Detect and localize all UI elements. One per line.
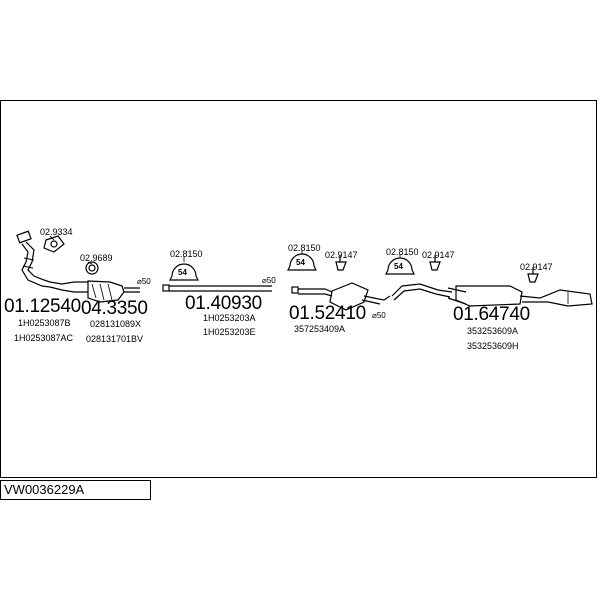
clamp-label: 02.9147 — [325, 250, 358, 260]
part-number: 01.64740 — [453, 304, 530, 325]
part-reference: 353253609A — [467, 326, 519, 336]
svg-text:54: 54 — [394, 262, 403, 271]
clamp-label: 02.9147 — [520, 262, 553, 272]
part-reference: 357253409A — [294, 324, 346, 334]
front-pipe-icon — [16, 230, 51, 288]
diameter-label: ⌀50 — [137, 277, 151, 286]
part-number: 01.52410 — [289, 303, 366, 324]
svg-text:54: 54 — [178, 268, 187, 277]
flange-gasket-icon — [43, 235, 65, 253]
gasket-ring-icon — [85, 261, 99, 275]
clamp-54-icon — [169, 263, 199, 281]
diagram-code: VW0036229A — [0, 480, 151, 500]
middle-silencer-icon — [291, 282, 391, 311]
part-number: 01.12540 — [4, 296, 81, 317]
clamp-label: 02.9689 — [80, 253, 113, 263]
part-reference: 1H0253203A — [203, 313, 256, 323]
part-reference: 1H0253203E — [203, 327, 256, 337]
part-reference: 1H0253087AC — [14, 333, 74, 343]
catalytic-converter-icon — [49, 280, 140, 303]
part-reference: 1H0253087B — [18, 318, 71, 328]
svg-text:54: 54 — [296, 258, 305, 267]
clamp-54-icon — [385, 257, 415, 275]
part-reference: 028131701BV — [86, 334, 144, 344]
clamp-label: 02.9334 — [40, 227, 73, 237]
clamp-label: 02.8150 — [386, 247, 419, 257]
part-reference: 353253609H — [467, 341, 519, 351]
clamp-label: 02.8150 — [170, 249, 203, 259]
clamp-label: 02.9147 — [422, 250, 455, 260]
intermediate-pipe-icon — [162, 284, 272, 292]
diameter-label: ⌀50 — [262, 276, 276, 285]
clamp-54-icon — [287, 253, 317, 271]
part-reference: 028131089X — [90, 319, 142, 329]
clamp-label: 02.8150 — [288, 243, 321, 253]
diameter-label: ⌀50 — [372, 311, 386, 320]
part-number: 01.40930 — [185, 293, 262, 314]
part-number: 04.3350 — [81, 298, 148, 319]
rear-silencer-icon — [391, 283, 593, 307]
diagram-frame — [0, 100, 597, 478]
